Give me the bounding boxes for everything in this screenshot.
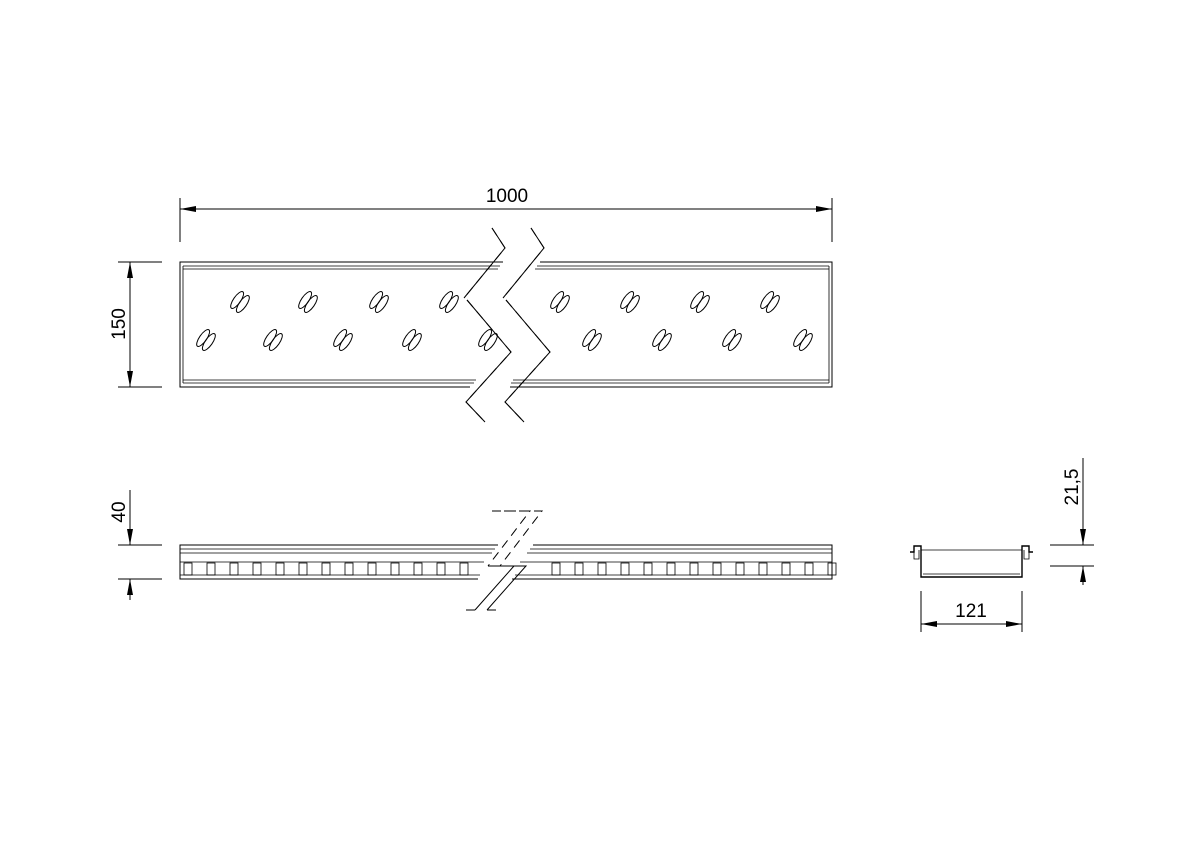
rib: [413, 562, 423, 576]
rib: [321, 562, 331, 576]
slot: [620, 291, 640, 313]
rib: [804, 562, 814, 576]
slot: [550, 291, 570, 313]
rib: [183, 562, 193, 576]
slot: [652, 329, 672, 351]
slot: [793, 329, 813, 351]
rib: [666, 562, 676, 576]
dimension-inner-width-label: 121: [955, 601, 987, 622]
rib: [275, 562, 285, 576]
rib: [781, 562, 791, 576]
slot: [298, 291, 318, 313]
dimension-height-label: 40: [109, 501, 130, 522]
rib: [252, 562, 262, 576]
slot: [263, 329, 283, 351]
rib: [712, 562, 722, 576]
slot: [196, 329, 216, 351]
slot: [230, 291, 250, 313]
rib: [689, 562, 699, 576]
slot: [760, 291, 780, 313]
rib: [551, 562, 561, 576]
rib: [459, 562, 469, 576]
rib: [643, 562, 653, 576]
dimension-inner-width: 121: [920, 591, 1023, 632]
rib: [390, 562, 400, 576]
rib: [758, 562, 768, 576]
side-view: [179, 510, 837, 611]
dimension-length: 1000: [179, 186, 833, 242]
rib: [436, 562, 446, 576]
rib: [735, 562, 745, 576]
break-line-side-view: [463, 510, 544, 611]
rib: [344, 562, 354, 576]
slot: [582, 329, 602, 351]
dimension-inner-depth-label: 21,5: [1062, 469, 1083, 506]
slot-pattern: [196, 291, 813, 351]
rib: [827, 562, 837, 576]
slot: [722, 329, 742, 351]
rib: [298, 562, 308, 576]
slot: [333, 329, 353, 351]
rib: [597, 562, 607, 576]
dimension-height: 40: [109, 490, 162, 600]
dimension-width: 150: [109, 261, 162, 388]
slot: [478, 329, 498, 351]
top-view: [179, 227, 833, 423]
slot: [369, 291, 389, 313]
dimension-width-label: 150: [109, 308, 130, 340]
rib: [206, 562, 216, 576]
top-view-outline: [179, 261, 833, 388]
dimension-inner-depth: 21,5: [1050, 458, 1094, 585]
dimension-length-label: 1000: [486, 186, 528, 207]
side-view-ribs: [183, 562, 837, 576]
rib: [620, 562, 630, 576]
slot: [402, 329, 422, 351]
rib: [367, 562, 377, 576]
rib: [229, 562, 239, 576]
slot: [439, 291, 459, 313]
slot: [690, 291, 710, 313]
break-line-top-view: [463, 227, 551, 423]
side-view-outline: [179, 544, 833, 580]
section-view: [910, 545, 1033, 578]
rib: [574, 562, 584, 576]
